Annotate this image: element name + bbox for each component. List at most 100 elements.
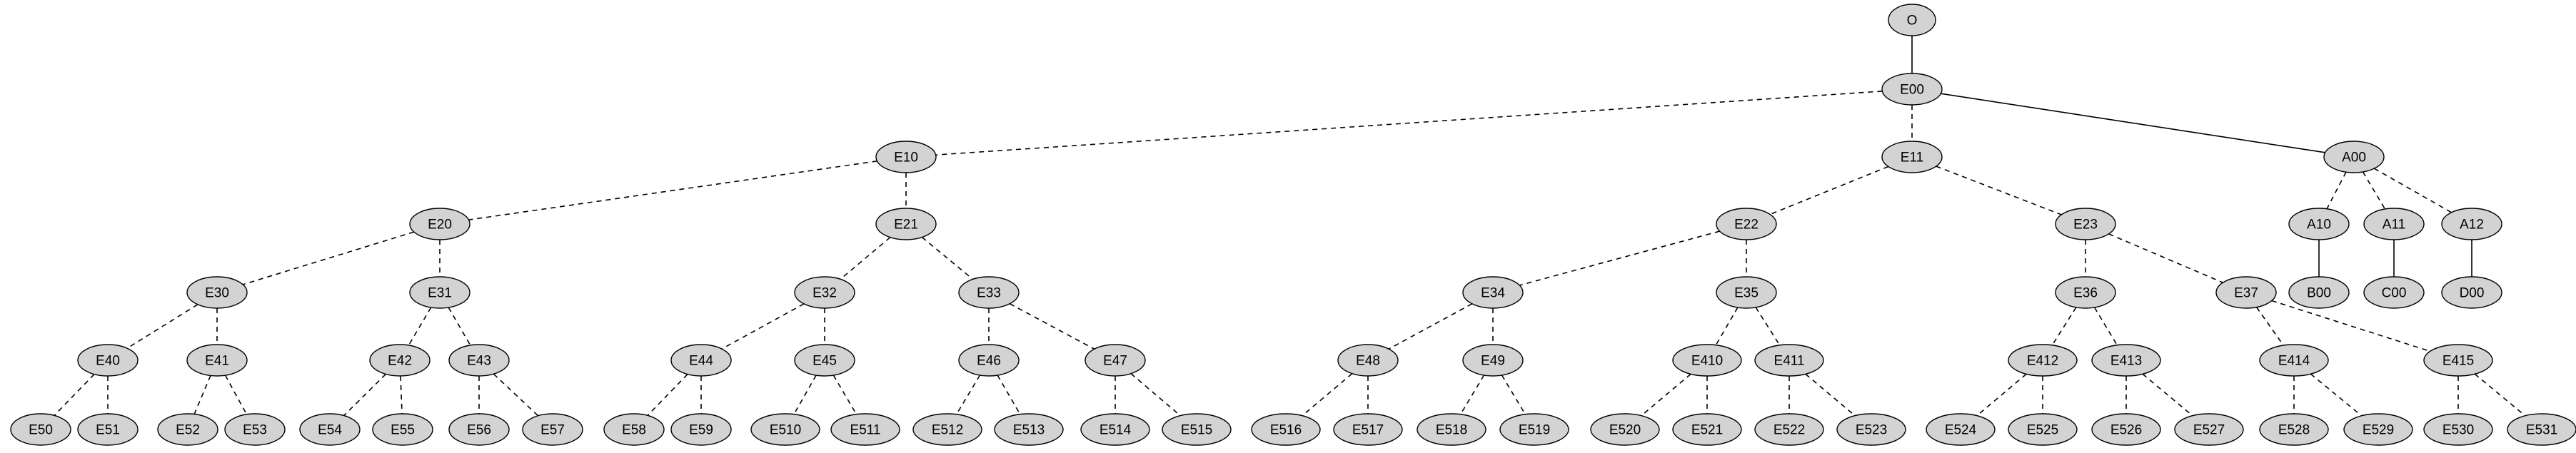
node-e48: E48 xyxy=(1337,344,1399,377)
node-label: E51 xyxy=(96,423,120,438)
node-e529: E529 xyxy=(2343,413,2413,446)
node-e21: E21 xyxy=(875,208,937,240)
node-e41: E41 xyxy=(186,344,248,377)
node-ellipse xyxy=(186,344,248,377)
node-ellipse xyxy=(1590,413,1660,446)
edge-e37-e414 xyxy=(2255,307,2284,346)
node-label: E414 xyxy=(2278,354,2310,369)
node-b00: B00 xyxy=(2288,276,2350,309)
edge-e31-e43 xyxy=(448,307,471,346)
node-label: E20 xyxy=(428,218,452,233)
node-label: E411 xyxy=(1774,354,1805,369)
node-ellipse xyxy=(958,276,1020,309)
node-label: E23 xyxy=(2073,218,2098,233)
node-ellipse xyxy=(1499,413,1569,446)
node-label: E522 xyxy=(1773,423,1805,438)
node-ellipse xyxy=(448,413,510,446)
node-label: E22 xyxy=(1734,218,1759,233)
node-ellipse xyxy=(1888,4,1936,36)
node-e517: E517 xyxy=(1333,413,1403,446)
node-label: E43 xyxy=(467,354,491,369)
node-e527: E527 xyxy=(2174,413,2244,446)
node-ellipse xyxy=(1162,413,1232,446)
node-label: E526 xyxy=(2110,423,2142,438)
edge-e00-e10 xyxy=(935,91,1883,156)
node-e530: E530 xyxy=(2423,413,2493,446)
node-e11: E11 xyxy=(1881,141,1943,173)
node-ellipse xyxy=(1462,344,1524,377)
node-ellipse xyxy=(1333,413,1403,446)
node-e524: E524 xyxy=(1926,413,1996,446)
edge-e32-e44 xyxy=(721,303,805,350)
node-label: E34 xyxy=(1481,286,1505,301)
node-ellipse xyxy=(157,413,218,446)
node-ellipse xyxy=(2055,276,2116,309)
edge-e10-e20 xyxy=(468,161,877,220)
node-ellipse xyxy=(2259,344,2329,377)
node-label: E524 xyxy=(1945,423,1977,438)
edge-e45-e510 xyxy=(793,375,817,415)
node-e22: E22 xyxy=(1716,208,1777,240)
node-e58: E58 xyxy=(603,413,665,446)
edge-a00-a12 xyxy=(2374,168,2452,213)
node-ellipse xyxy=(1754,413,1824,446)
node-ellipse xyxy=(1672,344,1742,377)
node-a12: A12 xyxy=(2441,208,2502,240)
node-a11: A11 xyxy=(2363,208,2425,240)
node-ellipse xyxy=(830,413,900,446)
node-ellipse xyxy=(372,413,433,446)
node-e513: E513 xyxy=(994,413,1064,446)
edge-e413-e527 xyxy=(2142,373,2193,417)
node-label: E49 xyxy=(1481,354,1505,369)
node-d00: D00 xyxy=(2441,276,2502,309)
node-ellipse xyxy=(1836,413,1906,446)
node-e511: E511 xyxy=(830,413,900,446)
node-label: E520 xyxy=(1609,423,1641,438)
node-label: E21 xyxy=(894,218,918,233)
node-e37: E37 xyxy=(2215,276,2277,309)
node-e44: E44 xyxy=(670,344,732,377)
node-ellipse xyxy=(2091,413,2161,446)
node-e514: E514 xyxy=(1080,413,1150,446)
node-e32: E32 xyxy=(794,276,855,309)
node-label: E40 xyxy=(96,354,120,369)
node-ellipse xyxy=(912,413,982,446)
node-label: E44 xyxy=(689,354,713,369)
node-label: E59 xyxy=(689,423,713,438)
node-ellipse xyxy=(1080,413,1150,446)
edge-e46-e513 xyxy=(997,375,1021,415)
edge-e48-e516 xyxy=(1302,373,1353,417)
node-ellipse xyxy=(409,208,471,240)
node-label: E32 xyxy=(812,286,837,301)
node-label: E57 xyxy=(540,423,565,438)
node-ellipse xyxy=(2323,141,2385,173)
edge-e415-e531 xyxy=(2474,373,2526,417)
node-e34: E34 xyxy=(1462,276,1524,309)
node-label: E529 xyxy=(2363,423,2394,438)
node-e512: E512 xyxy=(912,413,982,446)
node-e412: E412 xyxy=(2008,344,2078,377)
node-ellipse xyxy=(2363,276,2425,309)
node-ellipse xyxy=(522,413,583,446)
node-e414: E414 xyxy=(2259,344,2329,377)
node-label: E52 xyxy=(176,423,200,438)
node-e521: E521 xyxy=(1672,413,1742,446)
node-label: E410 xyxy=(1691,354,1723,369)
node-e528: E528 xyxy=(2259,413,2329,446)
edges-layer xyxy=(54,36,2526,417)
node-ellipse xyxy=(2008,344,2078,377)
node-e520: E520 xyxy=(1590,413,1660,446)
node-e10: E10 xyxy=(875,141,937,173)
node-label: E30 xyxy=(205,286,229,301)
node-label: E54 xyxy=(318,423,342,438)
edge-e46-e512 xyxy=(956,375,981,415)
node-ellipse xyxy=(1672,413,1742,446)
node-label: E415 xyxy=(2442,354,2474,369)
node-ellipse xyxy=(2259,413,2329,446)
node-e410: E410 xyxy=(1672,344,1742,377)
node-label: E530 xyxy=(2442,423,2474,438)
edge-e35-e410 xyxy=(1715,307,1739,346)
node-label: E31 xyxy=(428,286,452,301)
node-label: E00 xyxy=(1900,83,1924,98)
node-ellipse xyxy=(875,208,937,240)
